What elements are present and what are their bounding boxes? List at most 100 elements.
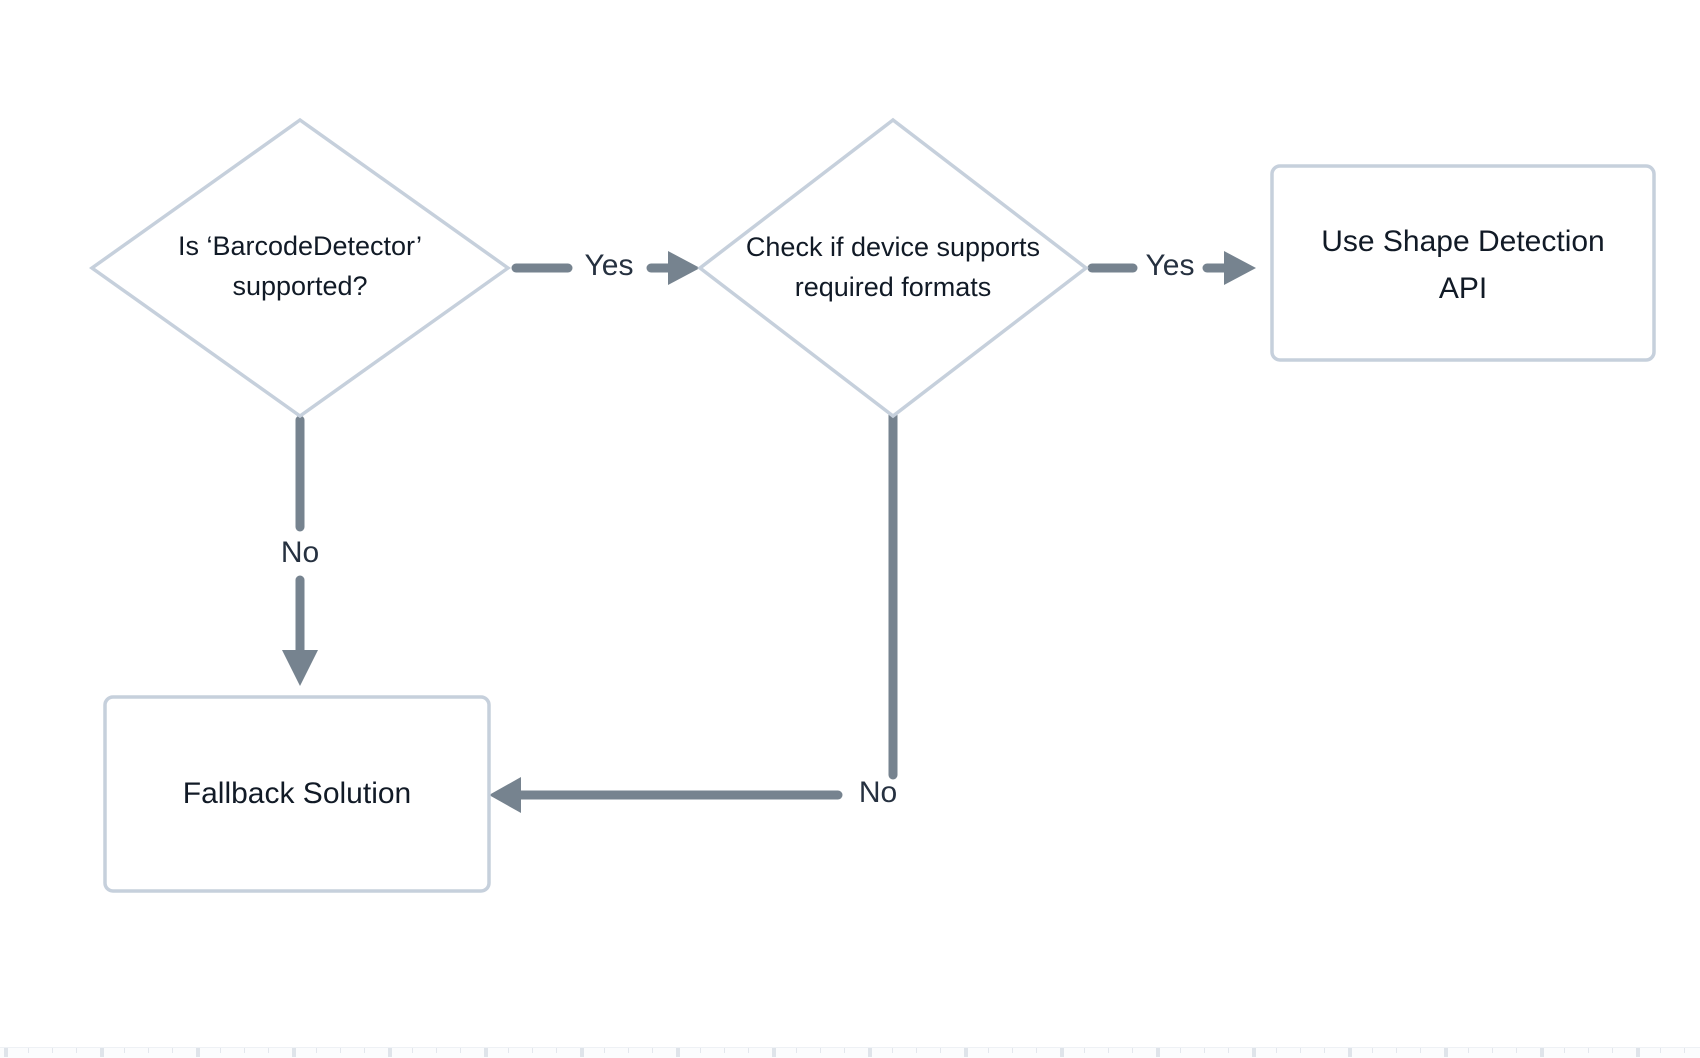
ruler-tick xyxy=(1204,1048,1205,1053)
ruler-tick xyxy=(748,1048,749,1053)
ruler-tick xyxy=(1564,1048,1565,1053)
ruler-tick xyxy=(172,1048,173,1053)
ruler-tick xyxy=(100,1048,104,1057)
ruler-tick xyxy=(1180,1048,1181,1053)
ruler-tick xyxy=(1276,1048,1277,1053)
edge-formats-no[interactable] xyxy=(489,408,898,813)
ruler-tick xyxy=(556,1048,557,1053)
ruler-tick xyxy=(220,1048,221,1053)
ruler-tick xyxy=(1492,1048,1493,1053)
ruler-tick xyxy=(1468,1048,1469,1053)
ruler-tick xyxy=(1540,1048,1544,1057)
ruler-tick xyxy=(652,1048,653,1053)
ruler-tick xyxy=(1132,1048,1133,1053)
ruler-tick xyxy=(1300,1048,1301,1053)
ruler-tick xyxy=(988,1048,989,1053)
ruler-tick xyxy=(52,1048,53,1053)
ruler-tick xyxy=(1420,1048,1421,1053)
ruler-tick xyxy=(604,1048,605,1053)
ruler-tick xyxy=(292,1048,296,1057)
node-is-barcodedetector-supported-line-2: supported? xyxy=(232,271,367,301)
ruler-tick xyxy=(940,1048,941,1053)
ruler-tick xyxy=(460,1048,461,1053)
edge-supported-no[interactable] xyxy=(282,415,318,686)
ruler-tick xyxy=(124,1048,125,1053)
ruler-tick xyxy=(1228,1048,1229,1053)
node-is-barcodedetector-supported-line-1: Is ‘BarcodeDetector’ xyxy=(178,231,422,261)
ruler-tick xyxy=(4,1048,8,1057)
ruler-tick xyxy=(1372,1048,1373,1053)
edge-supported-no-arrowhead xyxy=(282,650,318,686)
ruler-tick xyxy=(1108,1048,1109,1053)
ruler-tick xyxy=(844,1048,845,1053)
ruler-tick xyxy=(1252,1048,1256,1057)
node-fallback-solution-line-1: Fallback Solution xyxy=(183,777,411,810)
ruler-tick xyxy=(1684,1048,1685,1053)
ruler-tick xyxy=(916,1048,917,1053)
ruler-tick xyxy=(1444,1048,1448,1057)
ruler-tick xyxy=(628,1048,629,1053)
ruler-tick xyxy=(28,1048,29,1053)
ruler-tick xyxy=(820,1048,821,1053)
ruler-tick xyxy=(532,1048,533,1053)
ruler-tick xyxy=(1324,1048,1325,1053)
node-fallback-solution[interactable]: Fallback Solution xyxy=(103,695,491,893)
node-use-shape-detection-api-line-2: API xyxy=(1439,272,1487,305)
ruler-tick xyxy=(724,1048,725,1053)
ruler-tick xyxy=(1060,1048,1064,1057)
ruler-tick xyxy=(796,1048,797,1053)
edge-label-formats-no: No xyxy=(859,776,897,809)
ruler-tick xyxy=(244,1048,245,1053)
ruler-tick xyxy=(484,1048,488,1057)
edge-label-supported-yes: Yes xyxy=(585,249,634,282)
ruler-tick xyxy=(316,1048,317,1053)
node-check-device-formats-line-2: required formats xyxy=(795,272,992,302)
ruler-tick xyxy=(1396,1048,1397,1053)
ruler-tick xyxy=(1660,1048,1661,1053)
ruler-tick xyxy=(772,1048,776,1057)
node-check-device-formats-line-1: Check if device supports xyxy=(746,232,1040,262)
node-use-shape-detection-api-rect xyxy=(1270,164,1656,362)
edge-label-formats-yes: Yes xyxy=(1146,249,1195,282)
ruler-tick xyxy=(580,1048,584,1057)
ruler-tick xyxy=(892,1048,893,1053)
edge-formats-no-arrowhead xyxy=(489,777,521,813)
ruler-tick xyxy=(1588,1048,1589,1053)
ruler-tick xyxy=(388,1048,392,1057)
ruler-tick xyxy=(676,1048,680,1057)
ruler-tick xyxy=(76,1048,77,1053)
node-check-device-formats-diamond xyxy=(697,117,1089,419)
ruler-tick xyxy=(964,1048,968,1057)
ruler-tick xyxy=(1036,1048,1037,1053)
ruler-tick xyxy=(1012,1048,1013,1053)
edge-label-supported-no: No xyxy=(281,536,319,569)
ruler-tick xyxy=(868,1048,872,1057)
ruler-tick xyxy=(268,1048,269,1053)
ruler-tick xyxy=(436,1048,437,1053)
node-is-barcodedetector-supported-diamond xyxy=(88,117,512,419)
ruler-tick xyxy=(508,1048,509,1053)
edge-supported-yes-arrowhead xyxy=(668,251,700,285)
ruler-tick xyxy=(700,1048,701,1053)
node-use-shape-detection-api[interactable]: Use Shape Detection API xyxy=(1270,164,1656,362)
node-is-barcodedetector-supported[interactable]: Is ‘BarcodeDetector’ supported? xyxy=(88,117,512,419)
ruler-tick xyxy=(1612,1048,1613,1053)
node-use-shape-detection-api-line-1: Use Shape Detection xyxy=(1321,225,1605,258)
ruler-tick xyxy=(148,1048,149,1053)
edge-formats-yes[interactable] xyxy=(1087,251,1256,285)
node-fallback-solution-rect xyxy=(103,695,491,893)
ruler-tick xyxy=(196,1048,200,1057)
ruler-tick xyxy=(340,1048,341,1053)
ruler-tick xyxy=(364,1048,365,1053)
ruler-tick xyxy=(1516,1048,1517,1053)
ruler-tick xyxy=(1156,1048,1160,1057)
bottom-ruler[interactable] xyxy=(0,1047,1700,1058)
ruler-tick xyxy=(1348,1048,1352,1057)
ruler-tick xyxy=(1084,1048,1085,1053)
ruler-tick xyxy=(412,1048,413,1053)
node-check-device-formats[interactable]: Check if device supports required format… xyxy=(697,117,1089,419)
edge-supported-yes[interactable] xyxy=(511,251,700,285)
edge-formats-yes-arrowhead xyxy=(1224,251,1256,285)
